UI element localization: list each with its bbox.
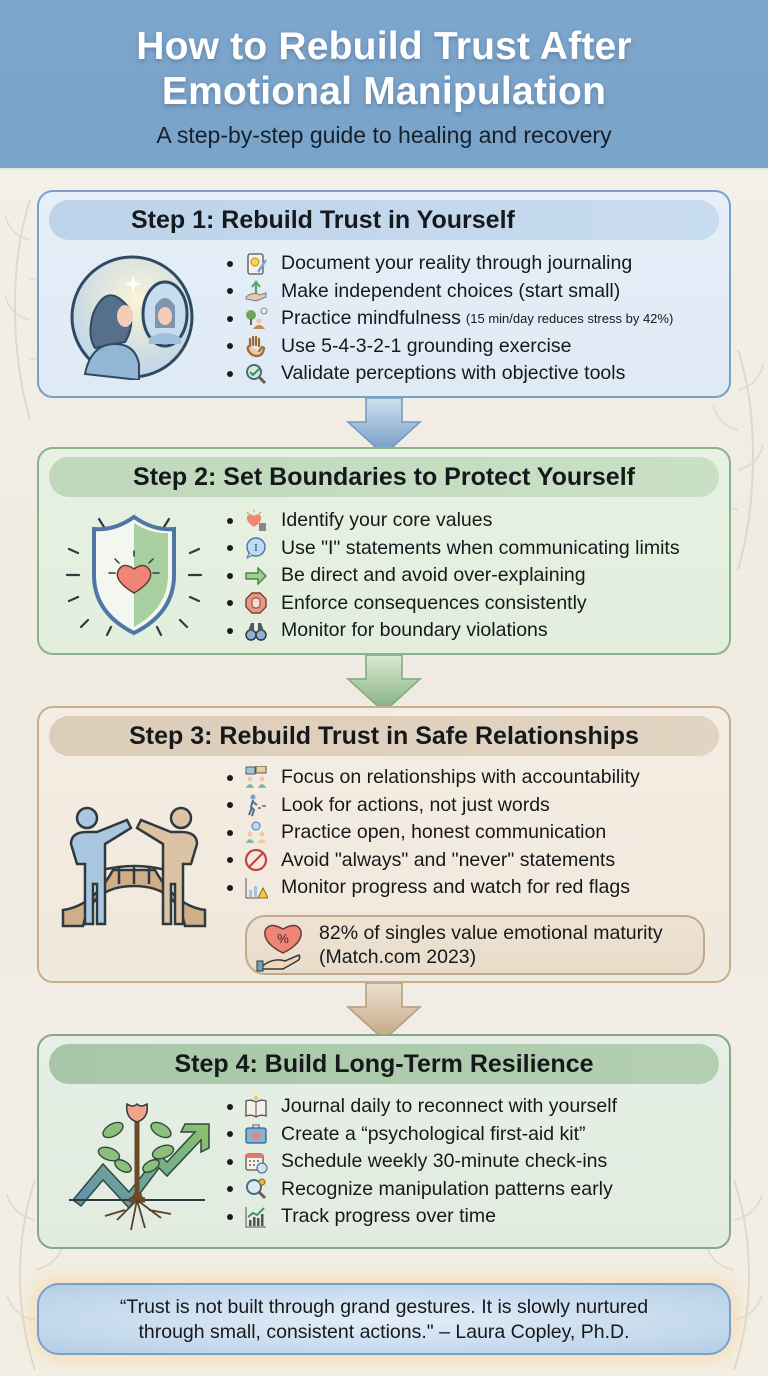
step-3-card: Step 3: Rebuild Trust in Safe Relationsh… xyxy=(37,706,731,983)
stop-hand-icon xyxy=(243,591,269,615)
walking-person-icon xyxy=(243,793,269,817)
list-item: Practice mindfulness(15 min/day reduces … xyxy=(227,305,673,333)
list-item: Monitor for boundary violations xyxy=(227,617,680,645)
step-4-title: Step 4: Build Long-Term Resilience xyxy=(49,1044,719,1084)
statistic-source: (Match.com 2023) xyxy=(319,946,477,968)
tree-growth-arrow-icon xyxy=(69,1102,210,1231)
calendar-clock-icon xyxy=(243,1150,269,1174)
statistic-note: (15 min/day reduces stress by 42%) xyxy=(465,311,674,327)
list-item: Practice open, honest communication xyxy=(227,819,640,847)
step-4-card: Step 4: Build Long-Term Resilience Journ… xyxy=(37,1034,731,1249)
no-sign-icon xyxy=(243,848,269,872)
list-item: Journal daily to reconnect with yourself xyxy=(227,1093,617,1121)
list-item: Validate perceptions with objective tool… xyxy=(227,360,673,388)
step-3-list: Focus on relationships with accountabili… xyxy=(227,764,640,902)
statistic-callout: % 82% of singles value emotional maturit… xyxy=(245,915,705,975)
quote-banner: “Trust is not built through grand gestur… xyxy=(37,1283,731,1355)
hand-growth-icon xyxy=(243,279,269,303)
step-2-title: Step 2: Set Boundaries to Protect Yourse… xyxy=(49,457,719,497)
people-bridge-icon xyxy=(61,806,207,928)
shield-heart-icon xyxy=(65,514,203,637)
woman-mirror-icon xyxy=(70,255,194,380)
step-2-list: Identify your core values I Use "I" stat… xyxy=(227,507,680,645)
magnifier-check-icon xyxy=(243,362,269,386)
title-line-1: How to Rebuild Trust After xyxy=(136,25,632,68)
step-1-list: Document your reality through journaling… xyxy=(227,250,673,388)
step-3-title: Step 3: Rebuild Trust in Safe Relationsh… xyxy=(49,716,719,756)
list-item: Look for actions, not just words xyxy=(227,792,640,820)
list-item: Use 5-4-3-2-1 grounding exercise xyxy=(227,333,673,361)
step-2-card: Step 2: Set Boundaries to Protect Yourse… xyxy=(37,447,731,655)
step-1-card: Step 1: Rebuild Trust in Yourself Docume… xyxy=(37,190,731,398)
list-item: Avoid "always" and "never" statements xyxy=(227,847,640,875)
list-item: Be direct and avoid over-explaining xyxy=(227,562,680,590)
list-item: Track progress over time xyxy=(227,1203,617,1231)
arrow-down-icon xyxy=(346,983,422,1041)
step-4-list: Journal daily to reconnect with yourself… xyxy=(227,1093,617,1231)
list-item: Focus on relationships with accountabili… xyxy=(227,764,640,792)
people-chat-icon xyxy=(243,765,269,790)
list-item: Schedule weekly 30-minute check-ins xyxy=(227,1148,617,1176)
svg-text:%: % xyxy=(277,931,289,946)
step-1-title: Step 1: Rebuild Trust in Yourself xyxy=(49,200,719,240)
list-item: Enforce consequences consistently xyxy=(227,590,680,618)
list-item: Identify your core values xyxy=(227,507,680,535)
magnifier-gear-icon xyxy=(243,1177,269,1201)
arrow-right-icon xyxy=(243,564,269,588)
arrow-down-icon xyxy=(346,655,422,713)
heart-tag-icon xyxy=(243,509,269,533)
list-item: Create a “psychological first-aid kit” xyxy=(227,1121,617,1149)
speech-bubble-i-icon: I xyxy=(243,536,269,560)
list-item: Make independent choices (start small) xyxy=(227,278,673,306)
bar-chart-icon xyxy=(243,1205,269,1229)
open-book-icon xyxy=(243,1095,269,1119)
arrow-down-icon xyxy=(346,398,422,456)
list-item: I Use "I" statements when communicating … xyxy=(227,535,680,563)
chart-warning-icon xyxy=(243,876,269,900)
list-item: Document your reality through journaling xyxy=(227,250,673,278)
list-item: Recognize manipulation patterns early xyxy=(227,1176,617,1204)
statistic-text: 82% of singles value emotional maturity xyxy=(319,922,663,944)
title-line-2: Emotional Manipulation xyxy=(161,70,607,113)
quote-line-2: through small, consistent actions." – La… xyxy=(138,1321,630,1343)
binoculars-icon xyxy=(243,619,269,643)
svg-text:I: I xyxy=(254,542,258,554)
page-title: How to Rebuild Trust After Emotional Man… xyxy=(0,0,768,114)
header-banner: How to Rebuild Trust After Emotional Man… xyxy=(0,0,768,170)
heart-percent-hand-icon: % xyxy=(256,924,302,972)
people-talk-icon xyxy=(243,821,269,845)
list-item: Monitor progress and watch for red flags xyxy=(227,874,640,902)
hand-icon xyxy=(243,334,269,358)
first-aid-kit-icon xyxy=(243,1122,269,1146)
journal-icon xyxy=(243,252,269,276)
meditation-icon xyxy=(243,307,269,331)
page-subtitle: A step-by-step guide to healing and reco… xyxy=(156,122,612,148)
quote-line-1: “Trust is not built through grand gestur… xyxy=(119,1296,649,1318)
